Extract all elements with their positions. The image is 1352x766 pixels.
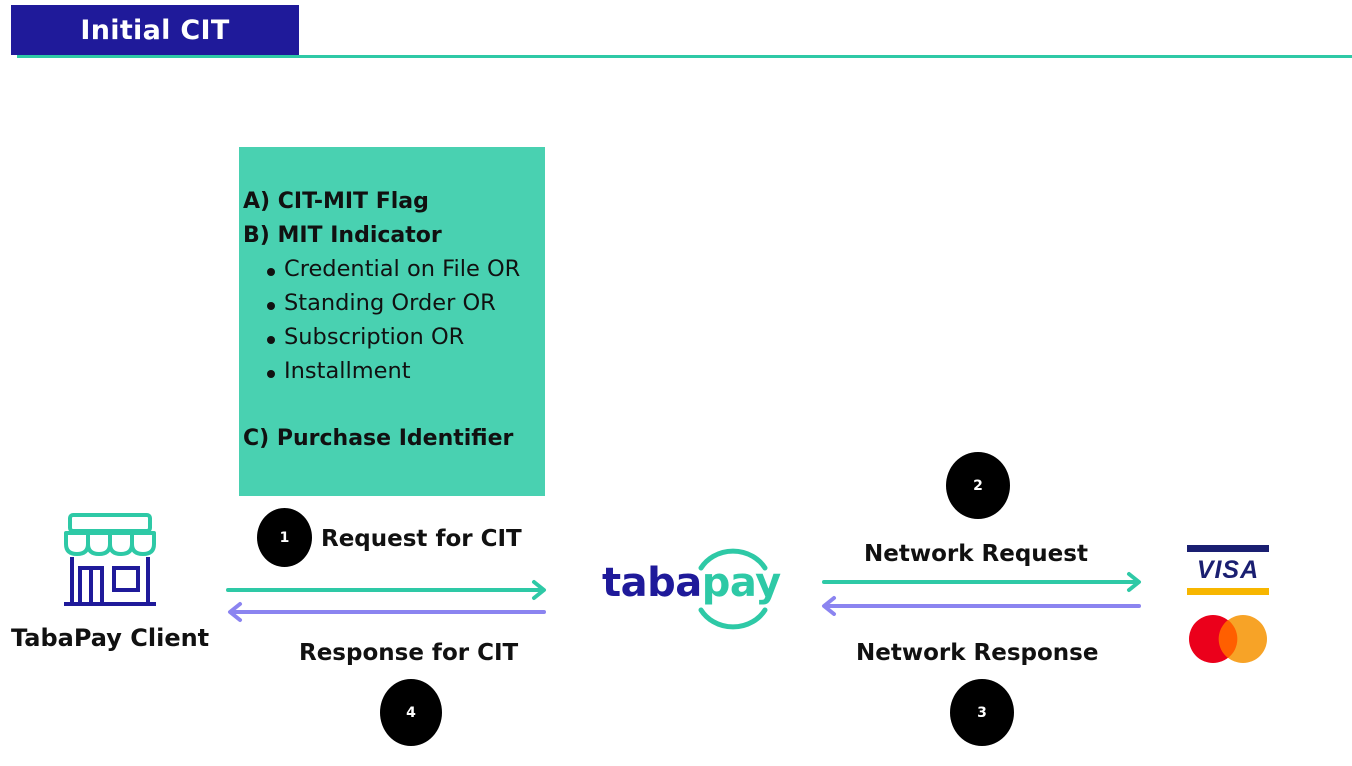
visa-text: VISA (1196, 555, 1260, 584)
list-item-label: Standing Order OR (284, 290, 496, 316)
step-3-badge: 3 (950, 679, 1014, 746)
client-label: TabaPay Client (11, 624, 210, 652)
title-banner: Initial CIT (11, 5, 299, 55)
purchase-identifier-label: C) Purchase Identifier (243, 426, 514, 451)
tabapay-network-arrows (822, 572, 1141, 616)
response-for-cit-label: Response for CIT (299, 640, 519, 666)
list-item-label: Installment (284, 358, 411, 384)
title-underline (17, 55, 1352, 58)
page-title: Initial CIT (80, 14, 230, 46)
step-2-badge: 2 (946, 452, 1010, 519)
storefront-icon (64, 513, 156, 606)
bullet-icon (267, 302, 275, 310)
bullet-icon (267, 268, 275, 276)
visa-logo: VISA (1187, 545, 1269, 595)
bullet-icon (267, 336, 275, 344)
mastercard-logo-icon (1189, 615, 1267, 663)
step-1-badge: 1 (257, 508, 312, 567)
tabapay-logo: tabapay (602, 560, 781, 606)
tabapay-logo-taba: taba (602, 560, 702, 606)
tabapay-logo-pay: pay (701, 560, 781, 606)
bullet-icon (267, 370, 275, 378)
parameters-box: A) CIT-MIT Flag B) MIT Indicator Credent… (239, 147, 545, 496)
cit-mit-flag-label: A) CIT-MIT Flag (243, 189, 429, 214)
mit-indicator-label: B) MIT Indicator (243, 223, 442, 248)
network-request-arrow-icon (822, 572, 1141, 592)
network-response-arrow-icon (822, 596, 1141, 616)
list-item-label: Subscription OR (284, 324, 465, 350)
network-response-label: Network Response (856, 640, 1099, 666)
response-arrow-icon (228, 602, 546, 622)
network-request-label: Network Request (864, 541, 1088, 567)
client-tabapay-arrows (226, 580, 546, 622)
tabapay-logo-arc-icon (698, 548, 768, 630)
list-item-label: Credential on File OR (284, 256, 521, 282)
request-arrow-icon (226, 580, 546, 600)
request-for-cit-label: Request for CIT (321, 526, 522, 552)
step-4-badge: 4 (380, 679, 442, 746)
